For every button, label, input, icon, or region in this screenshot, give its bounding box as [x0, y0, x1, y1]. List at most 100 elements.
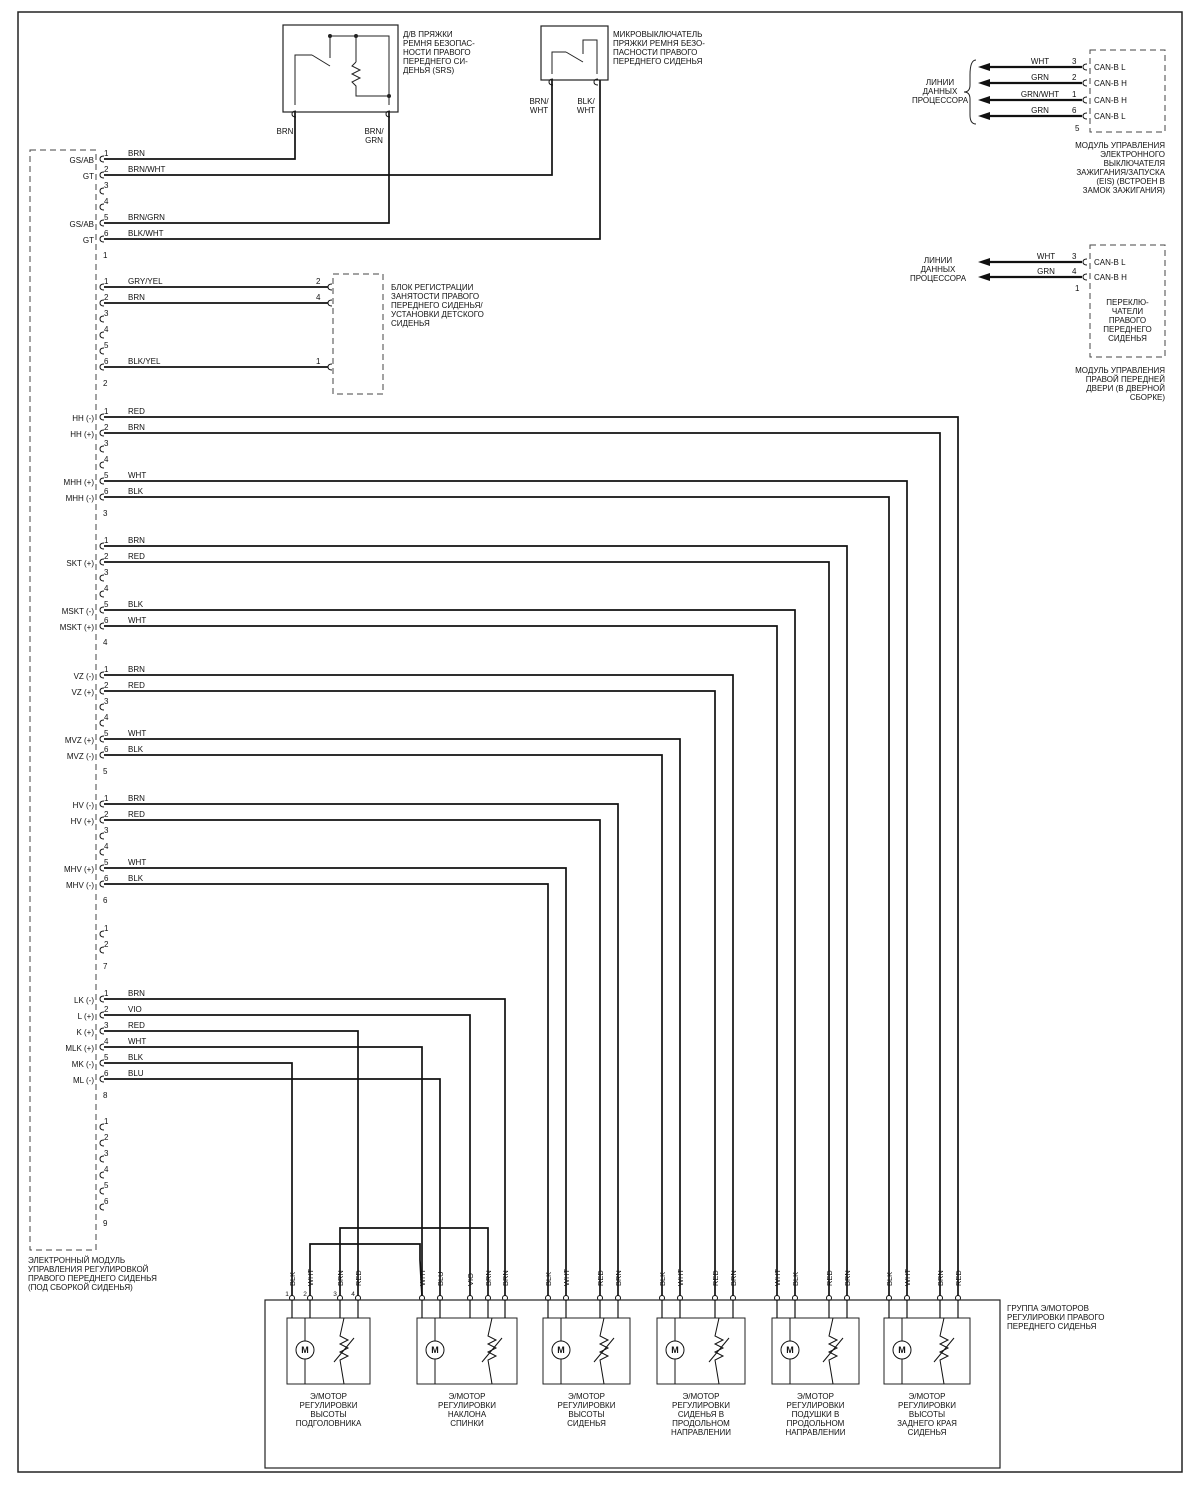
- pin-number: 6: [104, 874, 109, 883]
- pin-number: 4: [104, 713, 109, 722]
- pin-number: 3: [104, 568, 109, 577]
- pin-number: 1: [104, 924, 109, 933]
- pin-label: MSKT (-): [61, 607, 94, 616]
- eis-module-box: [1089, 49, 1166, 133]
- arrow-icon: [978, 112, 990, 120]
- pin-label: GT: [82, 236, 94, 245]
- pin-hook: [99, 1171, 105, 1179]
- pin-hook: [99, 1011, 105, 1019]
- pin-hook: [99, 687, 105, 695]
- pin-hook: [99, 203, 105, 211]
- pin-label: GS/AB: [69, 156, 94, 165]
- buckle-switch-wire-right: BLK/ WHT: [576, 97, 596, 115]
- wire-color-label: WHT: [128, 1037, 147, 1046]
- pin-number: 2: [104, 810, 109, 819]
- wire-crosslink-a: [309, 1243, 423, 1297]
- eis-pin-number: 1: [1072, 90, 1077, 99]
- sensor-wiper: [933, 1337, 955, 1363]
- pin-label: MLK (+): [65, 1044, 94, 1053]
- motor-wire-label: BLU: [436, 1271, 445, 1286]
- pin-label: HV (+): [70, 817, 94, 826]
- pin-hook: [99, 671, 105, 679]
- sensor-resistor: [713, 1317, 725, 1385]
- pin-number: 6: [104, 616, 109, 625]
- pin-hook: [99, 219, 105, 227]
- wire-color-label: WHT: [128, 858, 147, 867]
- arrow-icon: [978, 63, 990, 71]
- pin-hook: [99, 995, 105, 1003]
- pin-label: MHH (+): [63, 478, 94, 487]
- door-signal-name: CAN-B L: [1094, 258, 1126, 267]
- wire-color-label: BLK: [128, 1053, 144, 1062]
- motor-pin-number: 2: [303, 1291, 307, 1298]
- pin-number: 5: [104, 1181, 109, 1190]
- wire-motor-run: [104, 480, 908, 1296]
- wire-color-label: RED: [128, 552, 145, 561]
- connector-id: 1: [103, 251, 108, 260]
- wire-color-label: WHT: [128, 729, 147, 738]
- wire-motor-run: [104, 561, 830, 1296]
- pin-hook: [99, 703, 105, 711]
- buckle-sensor-wire-right: BRN/ GRN: [364, 127, 384, 145]
- occupancy-block-box: [332, 273, 384, 395]
- pin-hook: [99, 880, 105, 888]
- pin-label: K (+): [76, 1028, 94, 1037]
- connector-id: 6: [103, 896, 108, 905]
- wire-color-label: WHT: [128, 616, 147, 625]
- wire-color-label: WHT: [128, 471, 147, 480]
- pin-number: 2: [104, 1005, 109, 1014]
- wire-mlk: [104, 1046, 423, 1296]
- wire-ml: [104, 1078, 441, 1296]
- pin-hook: [99, 477, 105, 485]
- motor-wire-label: BLK: [288, 1272, 297, 1286]
- pin-hook: [99, 1123, 105, 1131]
- motor-wire-label: RED: [825, 1270, 834, 1286]
- wire-k: [104, 1030, 359, 1296]
- motor-m-icon: M: [671, 1345, 679, 1355]
- wire-motor-run: [104, 496, 890, 1296]
- door-wire-color: WHT: [1036, 252, 1056, 261]
- motor-wire-label: RED: [596, 1270, 605, 1286]
- pin-hook: [99, 331, 105, 339]
- eis-signal-name: CAN-B H: [1094, 79, 1127, 88]
- pin-number: 3: [104, 309, 109, 318]
- wire-gt-blkwht: [104, 80, 601, 240]
- wire-motor-run: [104, 545, 848, 1296]
- pin-hook: [99, 590, 105, 598]
- eis-signal-name: CAN-B L: [1094, 112, 1126, 121]
- pin-number: 6: [104, 357, 109, 366]
- pin-number: 2: [104, 681, 109, 690]
- pin-number: 1: [104, 794, 109, 803]
- door-module-caption: МОДУЛЬ УПРАВЛЕНИЯ ПРАВОЙ ПЕРЕДНЕЙ ДВЕРИ …: [1075, 366, 1165, 402]
- eis-module-caption: МОДУЛЬ УПРАВЛЕНИЯ ЭЛЕКТРОННОГО ВЫКЛЮЧАТЕ…: [1075, 141, 1165, 195]
- wire-motor-run: [104, 416, 959, 1296]
- pin-hook: [99, 1155, 105, 1163]
- motor-wire-label: RED: [711, 1270, 720, 1286]
- pin-number: 2: [104, 1133, 109, 1142]
- wire-gsab-brn: [104, 112, 296, 160]
- pin-hook: [99, 347, 105, 355]
- motor-m-icon: M: [301, 1345, 309, 1355]
- motor-wire-label: BRN: [729, 1270, 738, 1286]
- sensor-resistor: [827, 1317, 839, 1385]
- motor-wire-label: WHT: [773, 1269, 782, 1286]
- pin-label: MK (-): [71, 1060, 94, 1069]
- wire-color-label: BLK: [128, 600, 144, 609]
- pin-hook: [99, 751, 105, 759]
- pin-number: 4: [104, 584, 109, 593]
- pin-hook: [99, 1075, 105, 1083]
- wire-crosslink-b: [339, 1227, 489, 1296]
- wire-color-label: BLK: [128, 487, 144, 496]
- pin-label: MSKT (+): [59, 623, 94, 632]
- pin-number: 2: [104, 940, 109, 949]
- wire-mk: [104, 1062, 293, 1296]
- occupancy-pin-number: 4: [316, 293, 321, 302]
- eis-pin-number: 2: [1072, 73, 1077, 82]
- motor-m-icon: M: [898, 1345, 906, 1355]
- pin-hook: [99, 832, 105, 840]
- door-data-lines-label: ЛИНИИ ДАННЫХ ПРОЦЕССОРА: [909, 256, 967, 283]
- motor-inner-box: [771, 1317, 860, 1385]
- motor-inner-box: [542, 1317, 631, 1385]
